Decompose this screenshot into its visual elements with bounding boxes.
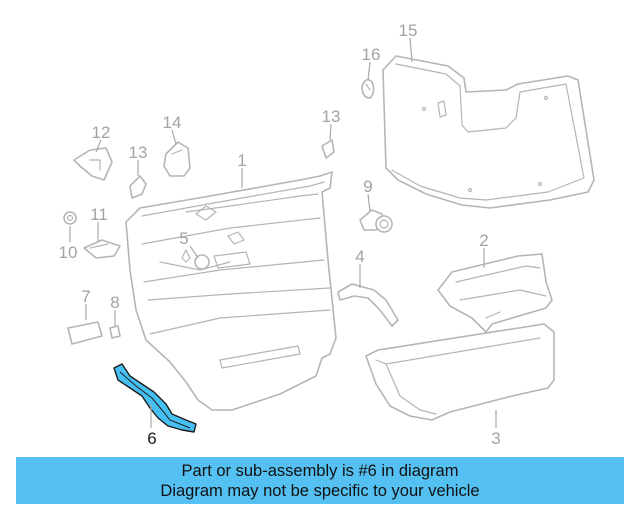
part-8-plug[interactable] bbox=[109, 325, 121, 339]
part-6-weatherstrip-highlighted[interactable] bbox=[113, 363, 197, 433]
callout-2: 2 bbox=[479, 231, 488, 250]
part-1-door-trim-panel[interactable] bbox=[125, 171, 337, 411]
callout-9: 9 bbox=[363, 177, 372, 196]
part-4-bracket[interactable] bbox=[337, 283, 399, 327]
callout-10: 10 bbox=[59, 243, 78, 262]
banner-line-1: Part or sub-assembly is #6 in diagram bbox=[181, 461, 459, 480]
callout-4: 4 bbox=[355, 247, 364, 266]
callout-16: 16 bbox=[362, 45, 381, 64]
part-5-knob[interactable] bbox=[181, 249, 210, 270]
callout-3: 3 bbox=[491, 429, 500, 448]
callout-1: 1 bbox=[237, 151, 246, 170]
part-13-clip-right[interactable] bbox=[321, 139, 335, 159]
part-9-handle[interactable] bbox=[359, 209, 393, 233]
callout-7: 7 bbox=[81, 287, 90, 306]
callout-5: 5 bbox=[179, 229, 188, 248]
part-13-clip-left[interactable] bbox=[129, 175, 147, 199]
callout-6: 6 bbox=[147, 429, 156, 448]
parts-diagram: 1 2 3 4 5 6 7 8 9 10 11 12 13 13 14 15 1… bbox=[59, 21, 595, 448]
leader-lines bbox=[69, 37, 497, 428]
callout-13-left: 13 bbox=[129, 143, 148, 162]
callout-labels: 1 2 3 4 5 6 7 8 9 10 11 12 13 13 14 15 1… bbox=[59, 21, 501, 448]
callout-13-right: 13 bbox=[322, 107, 341, 126]
part-2-armrest-upper[interactable] bbox=[437, 253, 553, 333]
part-10-fastener[interactable] bbox=[63, 211, 77, 225]
part-3-lower-pocket[interactable] bbox=[365, 323, 555, 421]
callout-14: 14 bbox=[163, 113, 182, 132]
callout-8: 8 bbox=[110, 293, 119, 312]
part-12-latch[interactable] bbox=[73, 147, 113, 181]
part-15-trim-panel[interactable] bbox=[382, 55, 595, 209]
part-14-cover[interactable] bbox=[163, 141, 191, 177]
part-16-clip[interactable] bbox=[361, 78, 375, 99]
banner-line-2: Diagram may not be specific to your vehi… bbox=[160, 481, 480, 500]
callout-15: 15 bbox=[399, 21, 418, 40]
part-info-banner: Part or sub-assembly is #6 in diagram Di… bbox=[16, 457, 624, 504]
callout-11: 11 bbox=[90, 205, 108, 224]
callout-12: 12 bbox=[92, 123, 111, 142]
part-11-switch[interactable] bbox=[83, 239, 121, 259]
part-7-reflector[interactable] bbox=[67, 321, 103, 345]
